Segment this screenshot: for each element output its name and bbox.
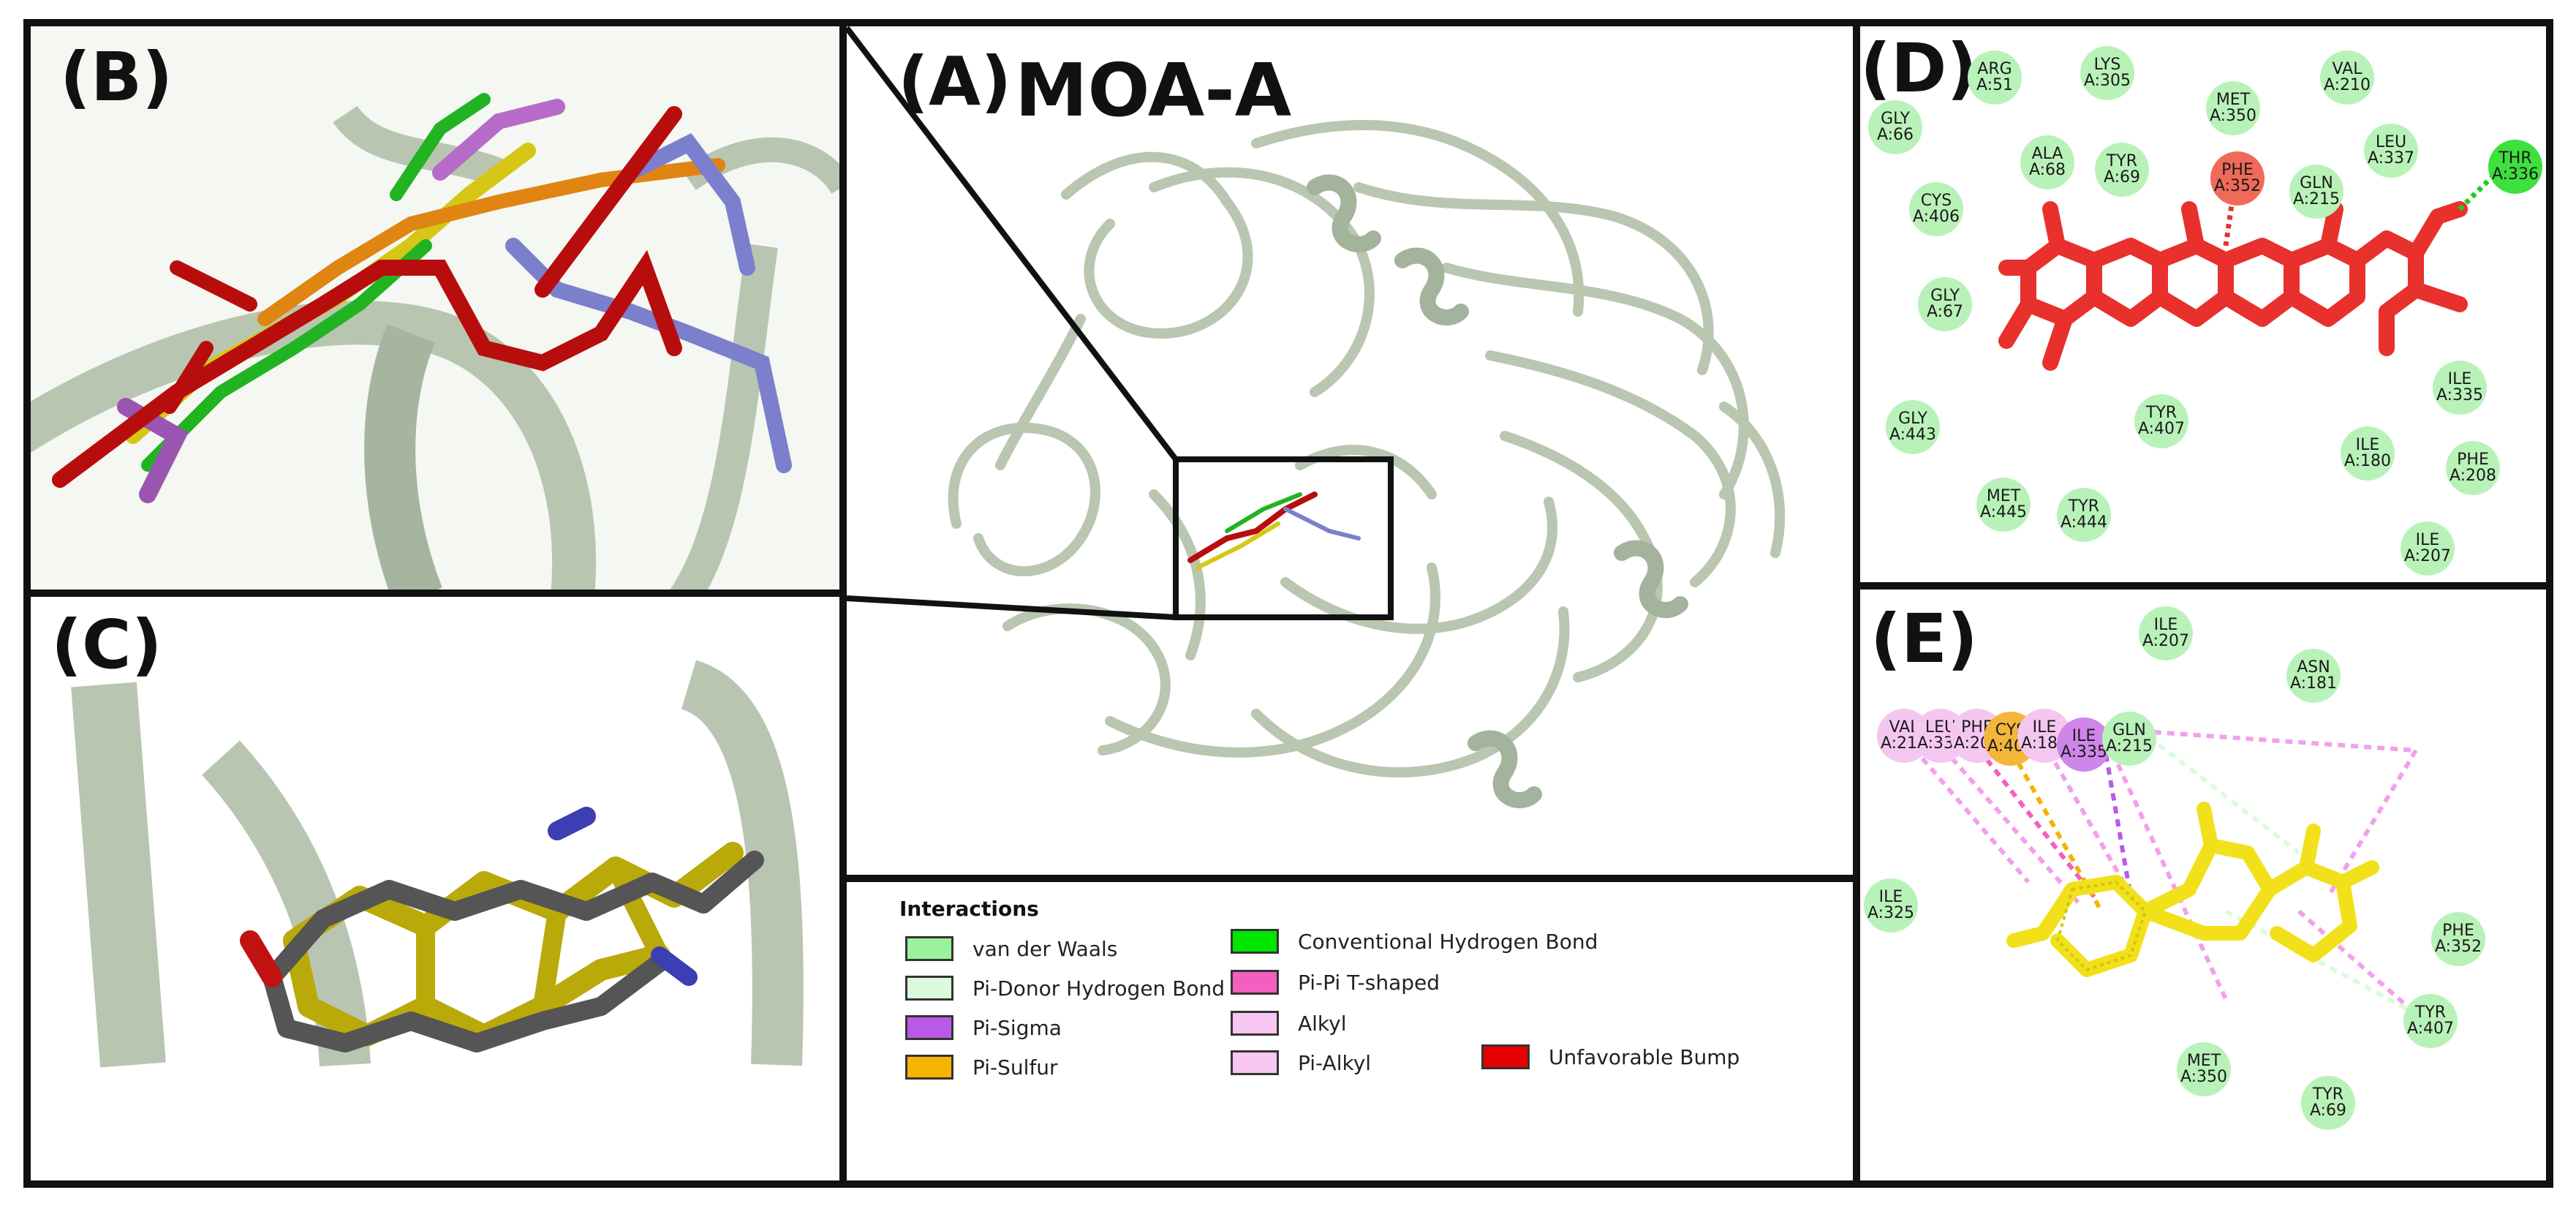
legend-swatch: [1231, 1050, 1279, 1075]
ligand-skeleton: [2006, 802, 2379, 977]
legend-item: van der Waals: [905, 936, 1117, 961]
legend-label: van der Waals: [972, 936, 1118, 961]
legend-item: Pi-Alkyl: [1231, 1050, 1371, 1075]
legend-swatch: [905, 1015, 953, 1040]
legend-title: Interactions: [899, 897, 1039, 921]
legend-item: Pi-Pi T-shaped: [1231, 970, 1440, 995]
panel-c: (C): [23, 590, 847, 1188]
aromatic-ring: [2055, 880, 2148, 972]
panel-c-label: (C): [51, 606, 162, 684]
protein-ribbon: [71, 682, 166, 1068]
legend-item: Conventional Hydrogen Bond: [1231, 929, 1598, 954]
panel-a-structure: [847, 26, 1786, 808]
legend-swatch: [905, 976, 953, 1001]
legend-swatch: [1231, 970, 1279, 995]
ligand-overlay: [52, 93, 792, 503]
zoom-connector: [847, 26, 1179, 462]
panel-a-label: (A): [898, 42, 1012, 121]
panel-b-structure: [31, 93, 839, 590]
panel-c-structure: [71, 660, 804, 1068]
protein-ribbon: [948, 120, 1786, 777]
legend-label: Conventional Hydrogen Bond: [1298, 929, 1598, 954]
protein-ribbon: [364, 324, 442, 590]
protein-ribbon: [333, 105, 505, 187]
ligand-miniature: [1187, 491, 1361, 570]
legend-label: Pi-Donor Hydrogen Bond: [972, 976, 1225, 1001]
legend-item: Pi-Sulfur: [905, 1055, 1058, 1080]
legend-swatch: [1231, 929, 1279, 954]
ligand-skeleton: [1998, 201, 2468, 371]
protein-helices: [1307, 174, 1688, 808]
protein-ribbon: [670, 244, 778, 590]
panel-a: (A) MOA-A: [839, 19, 1860, 882]
legend-label: Unfavorable Bump: [1549, 1044, 1740, 1069]
panel-e-ligand: [1895, 726, 2418, 1016]
interaction-lines: [1895, 726, 2418, 1016]
panel-b: (B): [23, 19, 847, 597]
legend-swatch: [905, 936, 953, 961]
panel-b-label: (B): [60, 38, 173, 116]
legend-label: Pi-Pi T-shaped: [1298, 970, 1440, 995]
panel-d-ligand: [1998, 163, 2506, 371]
zoom-connector: [847, 595, 1176, 620]
legend-label: Pi-Sigma: [972, 1015, 1062, 1040]
panel-e-label: (E): [1870, 600, 1978, 678]
protein-ribbon: [31, 301, 597, 590]
ligand-overlay: [240, 807, 764, 1052]
legend-item: Unfavorable Bump: [1481, 1044, 1740, 1069]
legend-label: Alkyl: [1298, 1011, 1347, 1036]
legend-panel: Interactions van der Waals Pi-Donor Hydr…: [839, 875, 1860, 1188]
legend-item: Pi-Sigma: [905, 1015, 1062, 1040]
protein-ribbon: [680, 660, 804, 1066]
panel-d-label: (D): [1860, 29, 1978, 108]
legend-item: Pi-Donor Hydrogen Bond: [905, 976, 1225, 1001]
hydrogen-bond-line: [2458, 163, 2506, 211]
legend-label: Pi-Sulfur: [972, 1055, 1058, 1080]
legend-swatch: [905, 1055, 953, 1080]
legend-item: Alkyl: [1231, 1011, 1347, 1036]
legend-swatch: [1231, 1011, 1279, 1036]
legend-swatch: [1481, 1044, 1530, 1069]
panel-a-title: MOA-A: [1015, 48, 1292, 133]
legend-label: Pi-Alkyl: [1298, 1050, 1372, 1075]
zoom-box: [1173, 456, 1394, 620]
